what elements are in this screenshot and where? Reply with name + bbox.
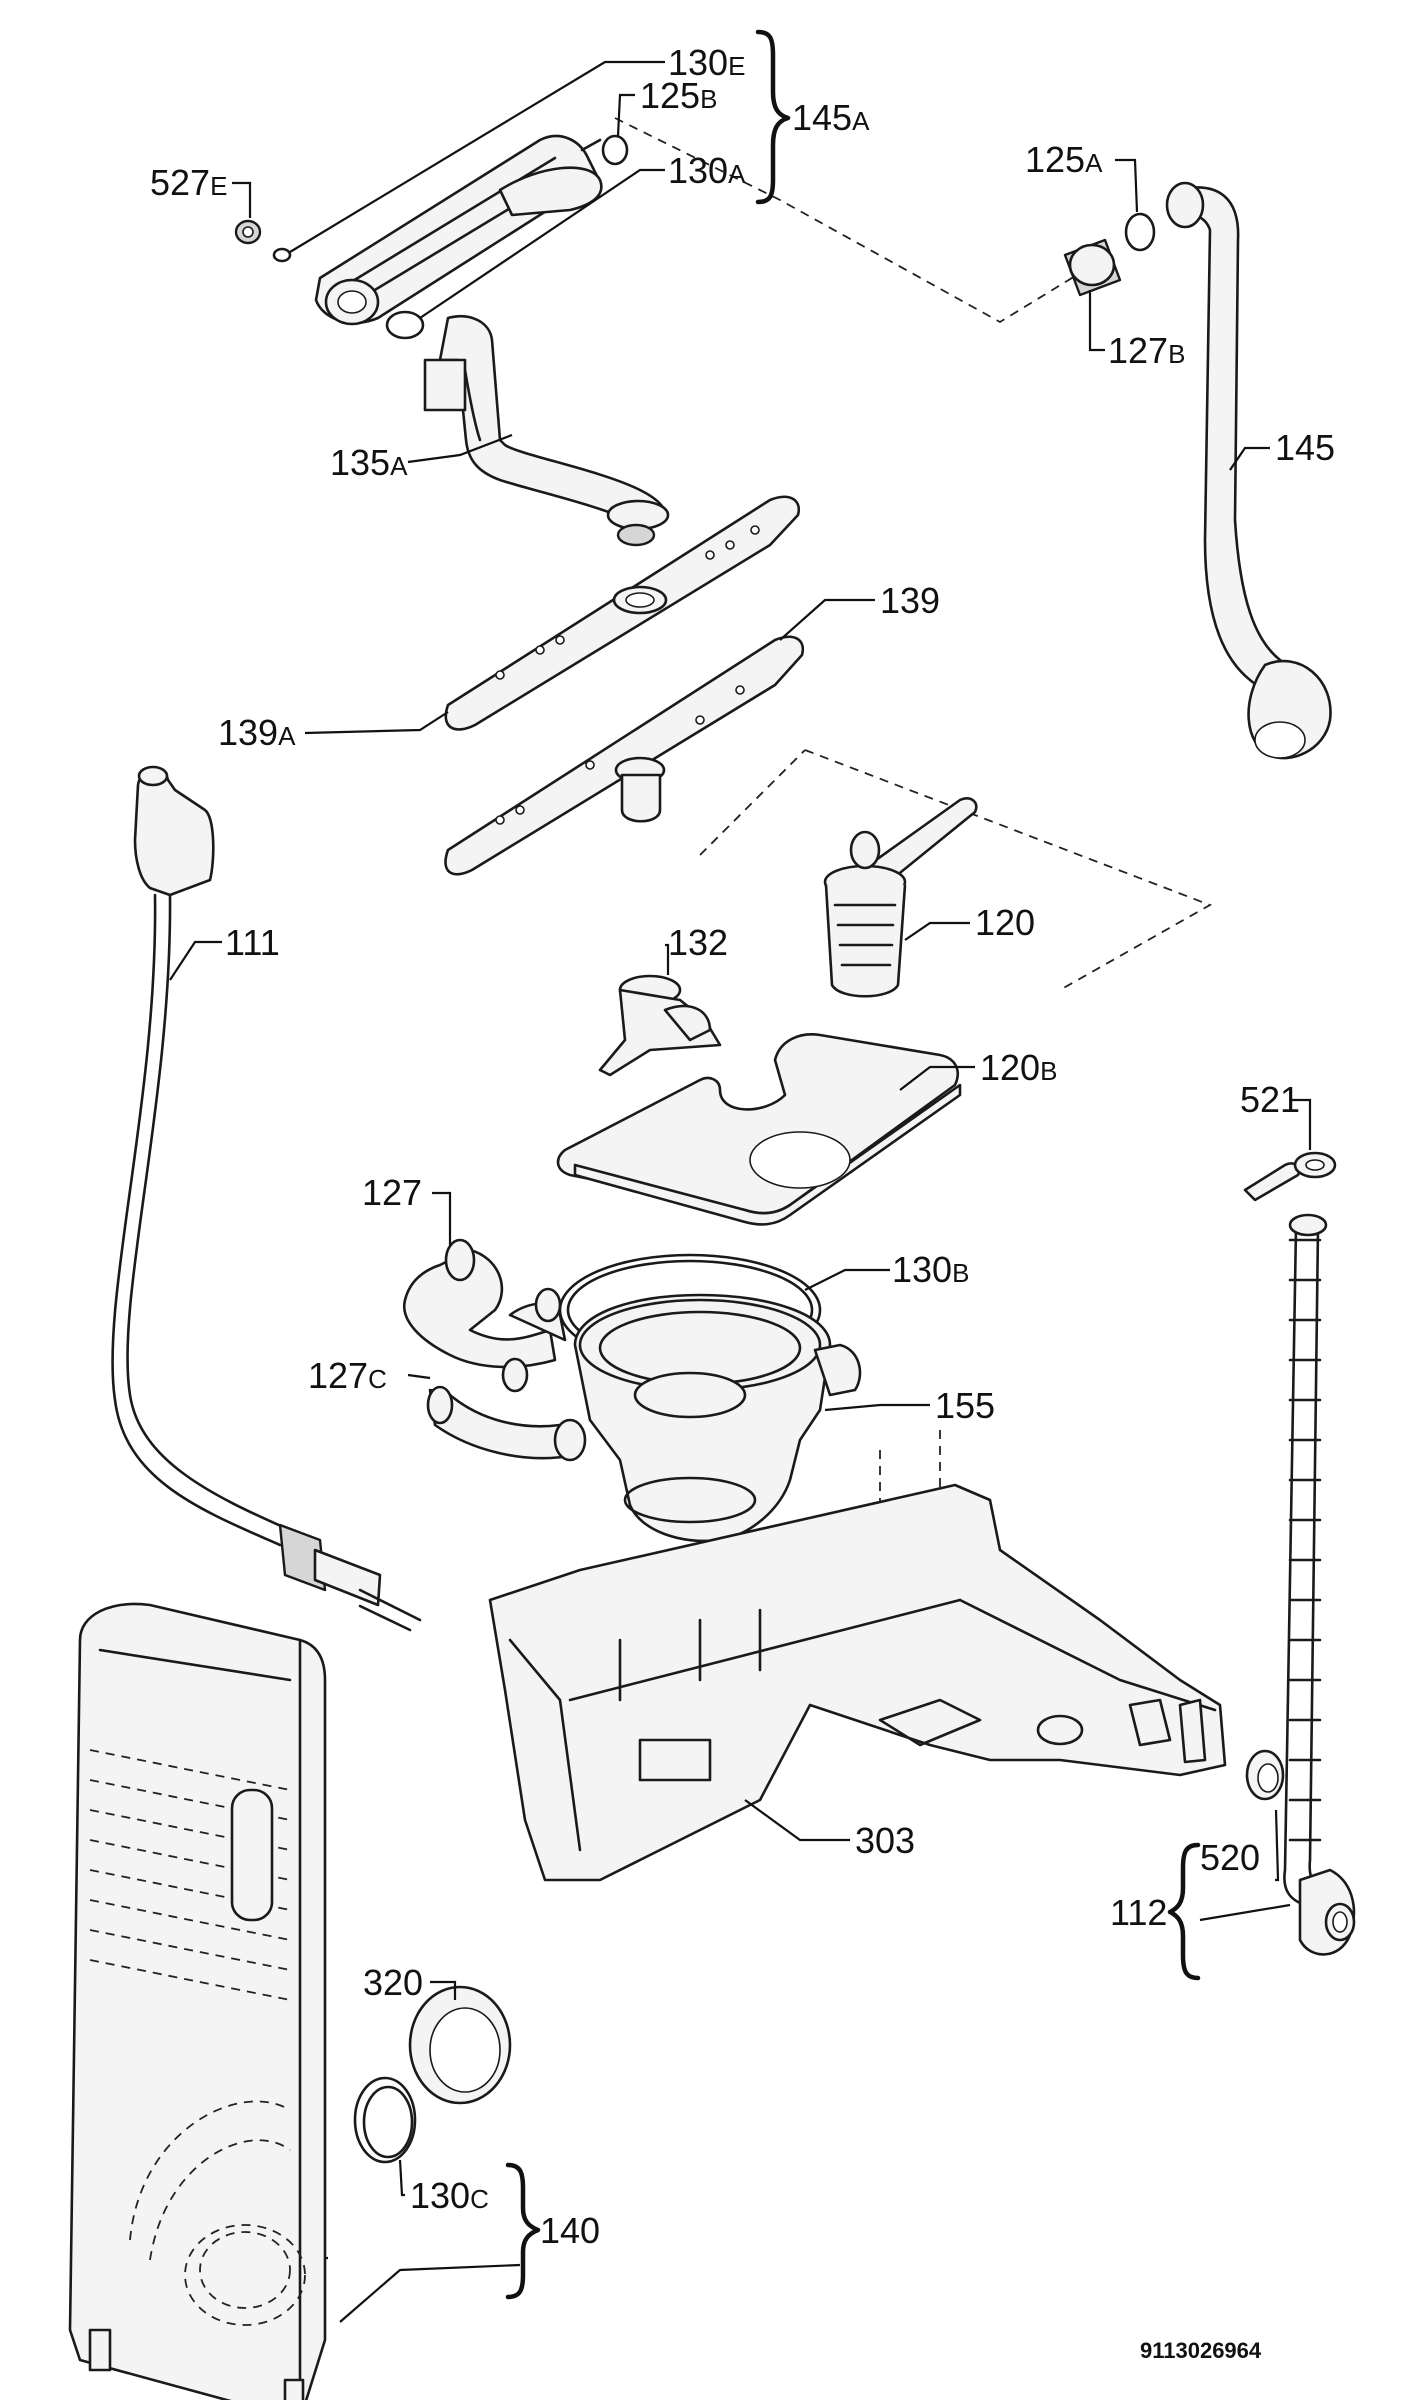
spray-arm-support-pipe-135a	[423, 315, 670, 547]
label-125a: 125A	[1025, 139, 1103, 180]
label-111: 111	[225, 922, 280, 963]
part-132	[598, 974, 722, 1077]
inlet-hose-111	[111, 765, 422, 1632]
label-127: 127	[362, 1172, 422, 1213]
label-135a: 135A	[330, 442, 408, 483]
label-130a: 130A	[668, 150, 746, 191]
diagram-code: 9113026964	[1140, 2338, 1262, 2363]
hose-127c	[426, 1385, 587, 1462]
label-130c: 130C	[410, 2175, 489, 2216]
label-132: 132	[668, 922, 728, 963]
label-145a: 145A	[792, 97, 870, 138]
label-155: 155	[935, 1385, 995, 1426]
o-ring-125b	[601, 134, 629, 166]
labels: 130E 125B 145A 130A 527E 125A 127B 145 1…	[150, 42, 1335, 2363]
braces	[505, 29, 1201, 2300]
label-521: 521	[1240, 1079, 1300, 1120]
seal-125a	[1124, 212, 1156, 252]
hose-127	[402, 1238, 567, 1393]
label-112: 112	[1110, 1892, 1167, 1933]
sump-155	[573, 1293, 862, 1543]
label-120: 120	[975, 902, 1035, 943]
seal-320	[408, 1985, 512, 2105]
label-140: 140	[540, 2210, 600, 2251]
base-frame-303	[488, 1483, 1227, 1882]
drain-hose-112	[1283, 1213, 1356, 1956]
label-127c: 127C	[308, 1355, 387, 1396]
label-130e: 130E	[668, 42, 745, 83]
circulation-hose-145	[1165, 181, 1332, 760]
nut-527e	[234, 219, 262, 245]
clip-521	[1243, 1151, 1337, 1202]
connector-127b	[1063, 238, 1122, 297]
seal-130c	[353, 2076, 417, 2164]
label-127b: 127B	[1108, 330, 1185, 371]
flat-filter-120b	[556, 1033, 962, 1226]
side-panel-140	[68, 1602, 327, 2400]
small-seal-130e	[272, 247, 292, 263]
lower-spray-arm-139	[444, 635, 805, 876]
upper-spray-arm-pipe	[314, 134, 603, 326]
label-320: 320	[363, 1962, 423, 2003]
upper-spray-arm-139a	[444, 495, 801, 731]
label-125b: 125B	[640, 75, 717, 116]
label-139a: 139A	[218, 712, 296, 753]
label-120b: 120B	[980, 1047, 1057, 1088]
leader-lines	[169, 60, 1312, 2323]
label-145: 145	[1275, 427, 1335, 468]
label-139: 139	[880, 580, 940, 621]
label-130b: 130B	[892, 1249, 969, 1290]
grommet-520	[1245, 1749, 1285, 1801]
label-527e: 527E	[150, 162, 227, 203]
o-ring-130a	[385, 310, 425, 340]
label-520: 520	[1200, 1837, 1260, 1878]
filter-120	[823, 797, 978, 998]
label-303: 303	[855, 1820, 915, 1861]
